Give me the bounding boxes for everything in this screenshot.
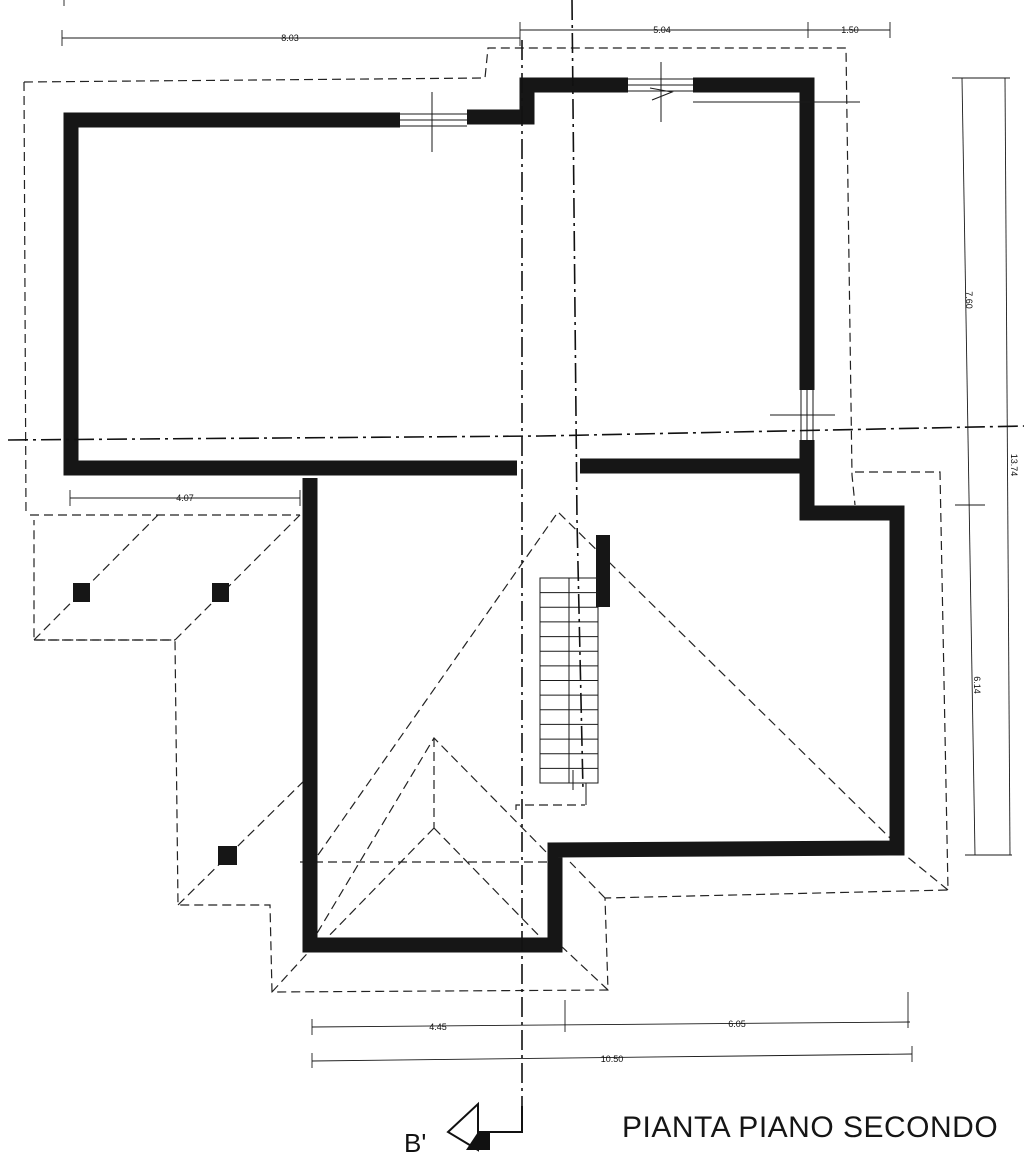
drawing-title: PIANTA PIANO SECONDO	[622, 1111, 998, 1144]
section-marker: B'	[404, 1101, 523, 1152]
exterior-walls	[63, 77, 905, 953]
dim-right-upper: 7.60	[964, 291, 974, 309]
dim-bottom-right: 6.05	[728, 1019, 746, 1029]
staircase	[539, 577, 599, 805]
dim-bottom-left: 4.45	[429, 1022, 447, 1032]
dimension-lines	[61, 0, 1012, 1068]
section-axis-lines	[7, 0, 1024, 1130]
section-mark-label: B'	[404, 1128, 426, 1152]
dim-left-mid: 4.07	[176, 493, 194, 503]
dim-bottom-total: 10.50	[601, 1054, 624, 1064]
dim-top-right: 1.50	[841, 25, 859, 35]
dim-right-total: 13.74	[1009, 454, 1019, 477]
dim-top-left: 8.03	[281, 33, 299, 43]
roof-hip-lines	[33, 511, 949, 993]
window-openings	[400, 62, 860, 440]
dimension-labels: 8.03 5.04 1.50 7.60 13.74 6.14 4.07 4.45…	[176, 25, 1019, 1064]
dim-top-middle: 5.04	[653, 25, 671, 35]
dim-right-lower: 6.14	[972, 676, 982, 694]
